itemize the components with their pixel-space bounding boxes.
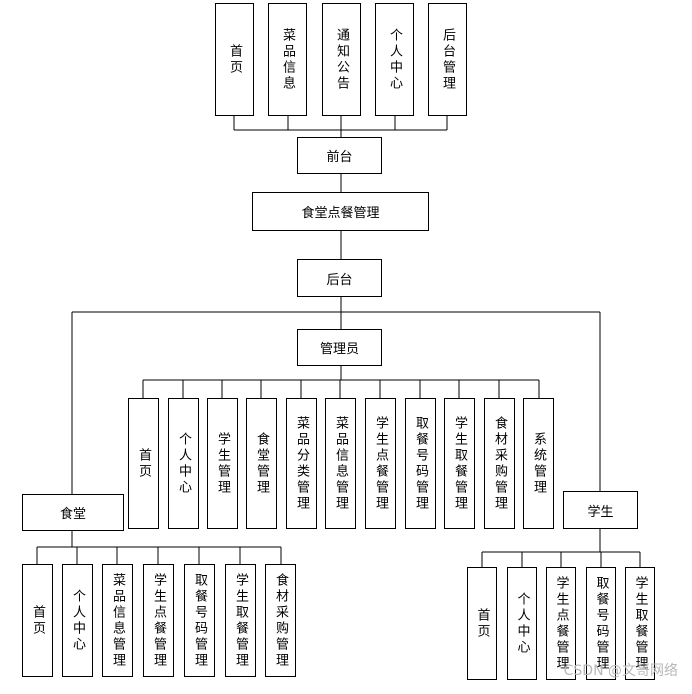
admin-child-label: 个人中心: [176, 431, 191, 496]
student-child-node: 学生点餐管理: [546, 567, 576, 680]
front-child-label: 菜品信息: [280, 27, 295, 92]
admin-child-label: 学生管理: [215, 431, 230, 496]
front-child-label: 个人中心: [387, 27, 402, 92]
student-child-node: 学生取餐管理: [625, 567, 655, 680]
admin-label: 管理员: [319, 342, 359, 357]
front-child-label: 首页: [227, 43, 242, 76]
admin-node: 管理员: [297, 329, 382, 366]
admin-child-node: 菜品信息管理: [325, 398, 356, 529]
student-child-node: 个人中心: [507, 567, 537, 680]
admin-child-node: 个人中心: [168, 398, 199, 529]
student-child-label: 取餐号码管理: [593, 575, 609, 672]
admin-child-node: 系统管理: [523, 398, 554, 529]
student-label: 学生: [587, 504, 614, 520]
admin-child-node: 学生点餐管理: [365, 398, 396, 529]
canteen-child-label: 学生点餐管理: [151, 572, 166, 669]
canteen-child-node: 学生点餐管理: [143, 564, 174, 677]
admin-child-label: 学生取餐管理: [452, 415, 467, 512]
system-node: 食堂点餐管理: [252, 192, 429, 231]
canteen-child-node: 食材采购管理: [265, 564, 296, 677]
admin-child-label: 系统管理: [531, 431, 546, 496]
canteen-child-node: 学生取餐管理: [225, 564, 256, 677]
canteen-child-label: 首页: [30, 604, 45, 637]
student-child-node: 首页: [467, 567, 497, 680]
canteen-child-label: 取餐号码管理: [192, 572, 207, 669]
student-child-label: 个人中心: [514, 591, 530, 656]
student-child-label: 首页: [474, 607, 490, 640]
front-child-node: 个人中心: [375, 3, 414, 116]
admin-child-label: 首页: [136, 447, 151, 480]
canteen-label: 食堂: [59, 507, 86, 522]
canteen-node: 食堂: [22, 494, 124, 531]
student-child-node: 取餐号码管理: [586, 567, 616, 680]
admin-child-node: 食堂管理: [246, 398, 277, 529]
admin-child-label: 菜品分类管理: [294, 415, 309, 512]
canteen-child-node: 个人中心: [62, 564, 93, 677]
canteen-child-node: 菜品信息管理: [102, 564, 133, 677]
admin-child-node: 学生管理: [207, 398, 238, 529]
front-child-label: 后台管理: [440, 27, 455, 92]
canteen-child-label: 食材采购管理: [273, 572, 288, 669]
admin-child-node: 食材采购管理: [484, 398, 515, 529]
back-node: 后台: [297, 259, 382, 297]
admin-child-label: 取餐号码管理: [413, 415, 428, 512]
front-child-node: 菜品信息: [268, 3, 307, 116]
student-child-label: 学生点餐管理: [553, 575, 569, 672]
front-label: 前台: [326, 150, 353, 165]
student-child-label: 学生取餐管理: [632, 575, 648, 672]
front-node: 前台: [297, 137, 382, 174]
canteen-child-node: 首页: [22, 564, 53, 677]
admin-child-node: 取餐号码管理: [405, 398, 436, 529]
system-label: 食堂点餐管理: [301, 206, 380, 221]
canteen-child-node: 取餐号码管理: [184, 564, 215, 677]
admin-child-label: 学生点餐管理: [373, 415, 388, 512]
student-node: 学生: [563, 491, 638, 529]
admin-child-label: 食材采购管理: [492, 415, 507, 512]
canteen-child-label: 菜品信息管理: [110, 572, 125, 669]
admin-child-label: 食堂管理: [254, 431, 269, 496]
front-child-node: 通知公告: [322, 3, 361, 116]
admin-child-node: 学生取餐管理: [444, 398, 475, 529]
admin-child-node: 首页: [128, 398, 159, 529]
watermark: CSDN @文哥网络: [563, 663, 678, 679]
front-child-label: 通知公告: [334, 27, 349, 92]
front-child-node: 后台管理: [428, 3, 467, 116]
admin-child-label: 菜品信息管理: [333, 415, 348, 512]
admin-child-node: 菜品分类管理: [286, 398, 317, 529]
front-child-node: 首页: [215, 3, 254, 116]
canteen-child-label: 学生取餐管理: [233, 572, 248, 669]
canteen-child-label: 个人中心: [70, 588, 85, 653]
back-label: 后台: [326, 272, 353, 288]
